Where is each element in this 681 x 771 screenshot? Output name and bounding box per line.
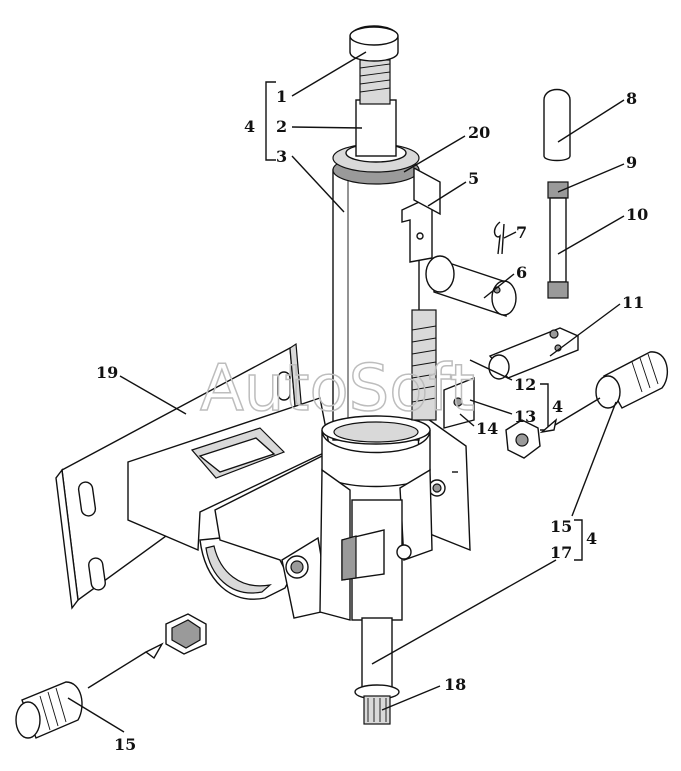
label-15-left: 15	[114, 735, 136, 754]
label-7: 7	[516, 223, 527, 242]
watermark-text: AutoSoft	[200, 352, 475, 426]
bolt-12-13-14	[443, 376, 541, 459]
plug-15-left	[15, 681, 83, 739]
label-6: 6	[516, 263, 527, 282]
label-10: 10	[626, 205, 648, 224]
label-15-right: 15	[550, 517, 572, 536]
cap-8	[543, 88, 571, 162]
pin-6	[425, 255, 517, 317]
label-4-top: 4	[244, 117, 255, 136]
leader-lines	[67, 51, 625, 733]
castle-nut	[165, 613, 207, 655]
upper-shaft	[349, 25, 399, 157]
adjusting-screw	[411, 309, 437, 421]
pin-10	[547, 181, 569, 299]
label-18: 18	[444, 675, 466, 694]
label-14: 14	[476, 419, 498, 438]
plug-15-right	[595, 351, 669, 409]
label-5: 5	[468, 169, 479, 188]
label-12: 12	[514, 375, 536, 394]
label-1: 1	[276, 87, 287, 106]
callout-labels: 1 2 3 4 20 5 7 8 9 10 6 11 12 13 4 14 15…	[96, 87, 648, 754]
cotter-pin-7	[493, 221, 505, 255]
label-17: 17	[550, 543, 572, 562]
lower-shaft	[341, 499, 412, 725]
fork-11	[488, 327, 579, 380]
label-9: 9	[626, 153, 637, 172]
label-19: 19	[96, 363, 118, 382]
label-11: 11	[622, 293, 644, 312]
label-13: 13	[514, 407, 536, 426]
label-8: 8	[626, 89, 637, 108]
label-2: 2	[276, 117, 287, 136]
column-housing	[319, 143, 441, 621]
label-4-right: 4	[552, 397, 563, 416]
label-3: 3	[276, 147, 287, 166]
label-4-lower: 4	[586, 529, 597, 548]
label-20: 20	[468, 123, 490, 142]
